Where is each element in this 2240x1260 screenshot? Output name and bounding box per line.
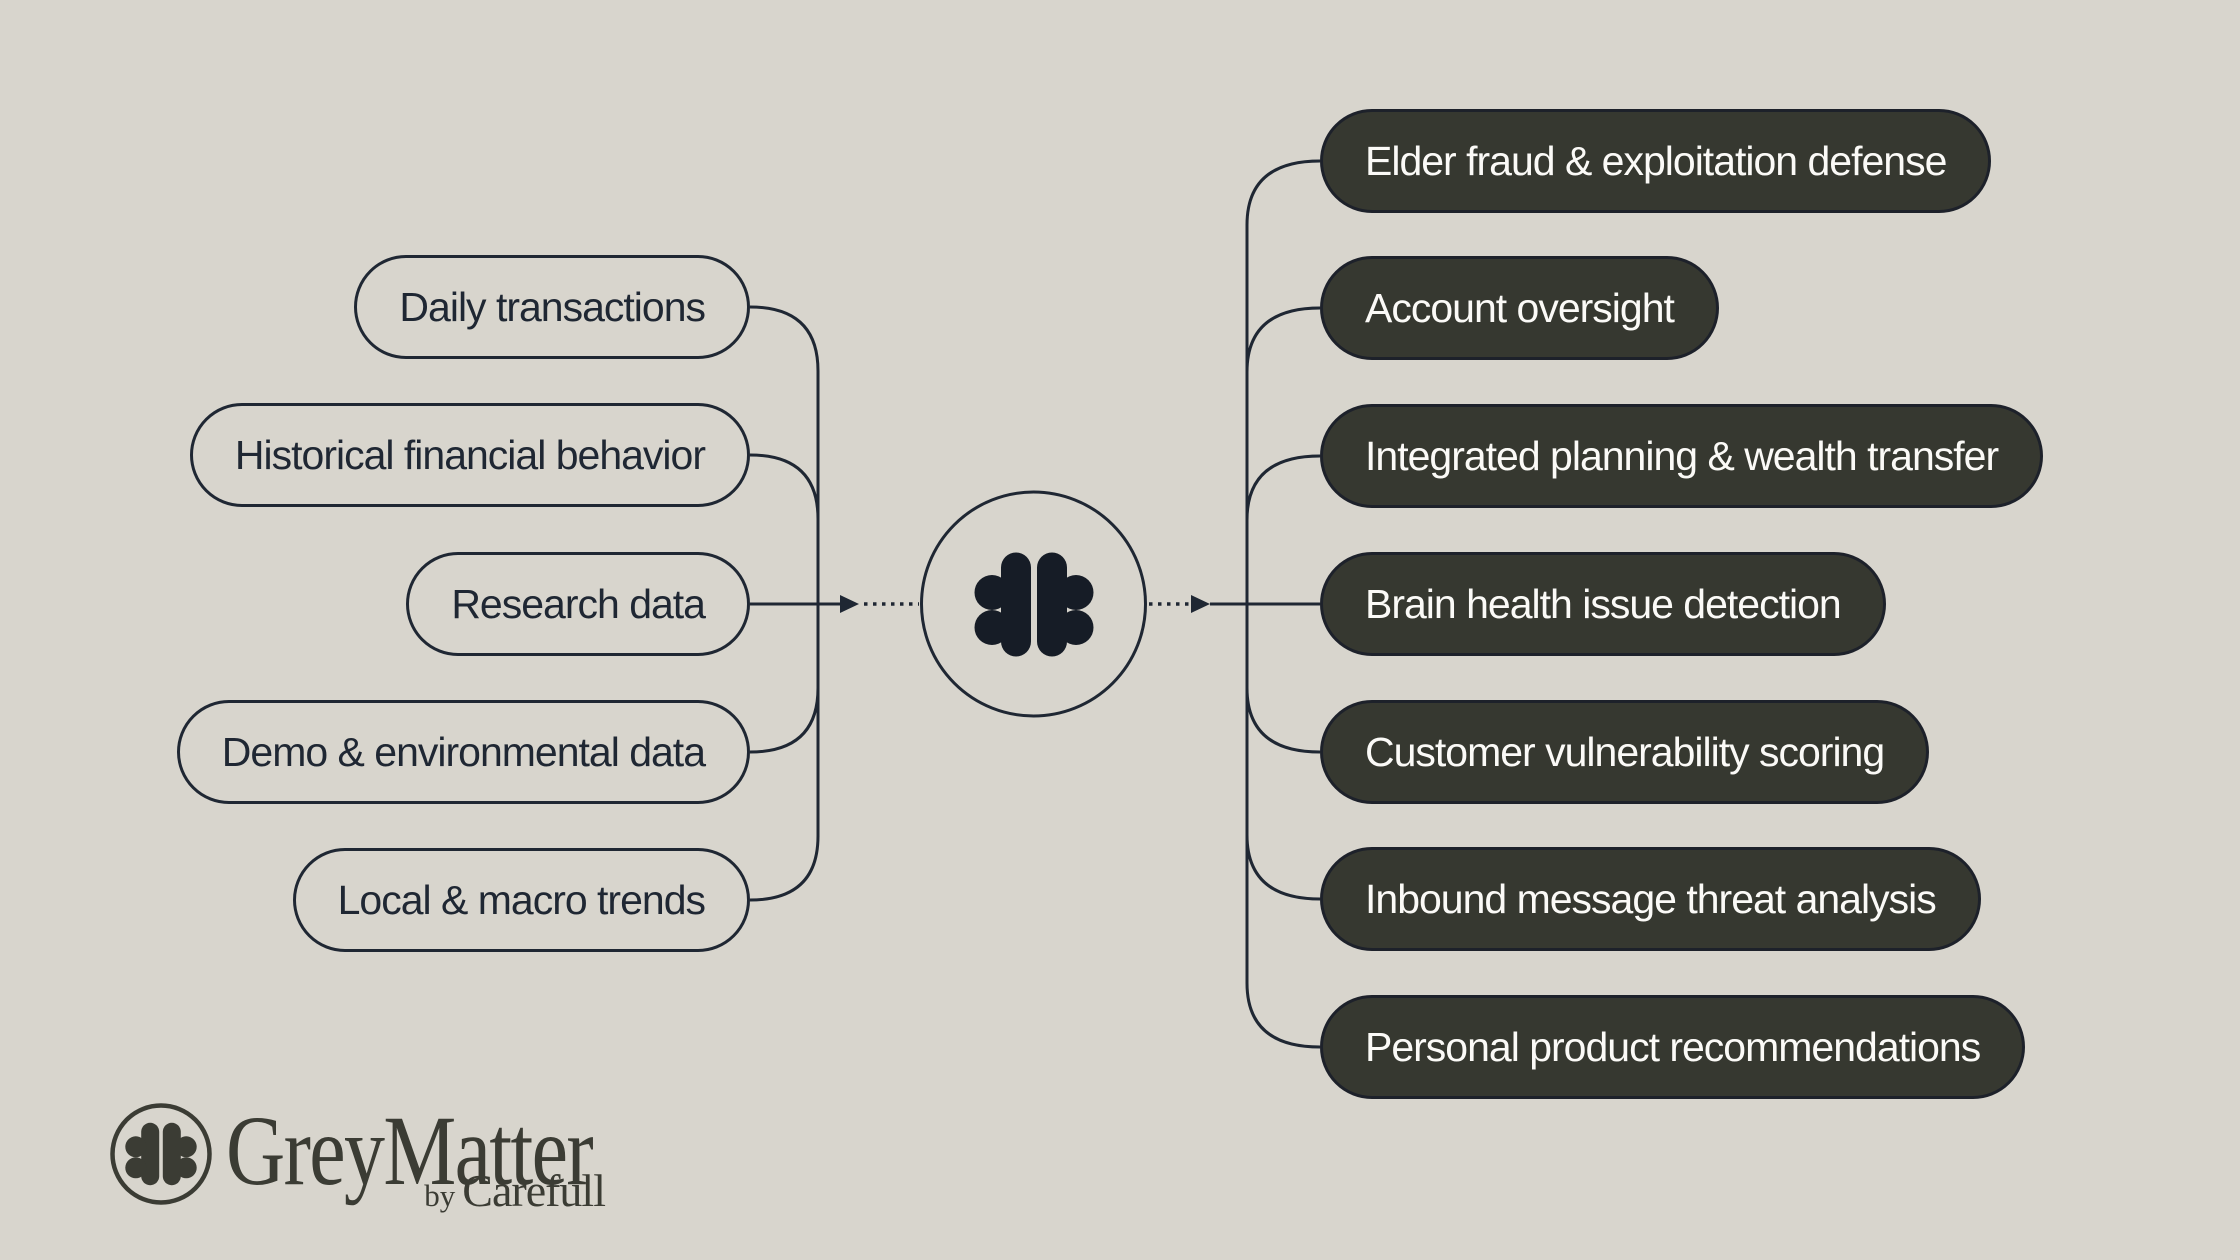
pill-label: Elder fraud & exploitation defense [1365,137,1947,184]
pill-label: Research data [451,580,706,627]
pill-label: Historical financial behavior [234,431,706,478]
logo-byline-prefix: by [424,1178,456,1213]
arrow-out-of-hub-icon [1191,595,1210,613]
pill-label: Local & macro trends [337,876,706,923]
logo-byline-brand: Carefull [462,1165,606,1216]
output-pill-personal-product-recommendations: Personal product recommendations [1320,995,2026,1099]
pill-label: Personal product recommendations [1365,1023,1981,1070]
output-pill-integrated-planning-wealth-transfer: Integrated planning & wealth transfer [1320,404,2044,508]
input-pill-daily-transactions: Daily transactions [354,255,750,359]
output-pill-account-oversight: Account oversight [1320,256,1719,360]
input-pill-research-data: Research data [406,552,750,656]
output-pill-inbound-message-threat-analysis: Inbound message threat analysis [1320,847,1981,951]
input-connector-lines [749,305,843,902]
logo-circle [110,1103,212,1205]
pill-label: Brain health issue detection [1365,580,1842,627]
output-connector-lines [1210,159,1321,1049]
logo-wordmark: GreyMatter [226,1095,594,1206]
hub-circle [920,490,1147,718]
input-pill-historical-financial-behavior: Historical financial behavior [189,403,750,507]
arrow-into-hub-icon [840,595,859,613]
brain-icon [974,552,1094,657]
pill-label: Integrated planning & wealth transfer [1365,432,1999,479]
input-pill-local-macro-trends: Local & macro trends [292,848,750,952]
pill-label: Daily transactions [399,283,706,330]
logo-brain-icon [125,1122,197,1186]
output-pill-brain-health-issue-detection: Brain health issue detection [1320,552,1886,656]
input-pill-demo-environmental-data: Demo & environmental data [176,700,750,804]
output-pill-customer-vulnerability-scoring: Customer vulnerability scoring [1320,700,1930,804]
pill-label: Demo & environmental data [221,728,706,775]
pill-label: Inbound message threat analysis [1365,875,1937,922]
pill-label: Account oversight [1365,284,1675,331]
output-pill-elder-fraud-exploitation-defense: Elder fraud & exploitation defense [1320,109,1992,213]
pill-label: Customer vulnerability scoring [1365,728,1885,775]
